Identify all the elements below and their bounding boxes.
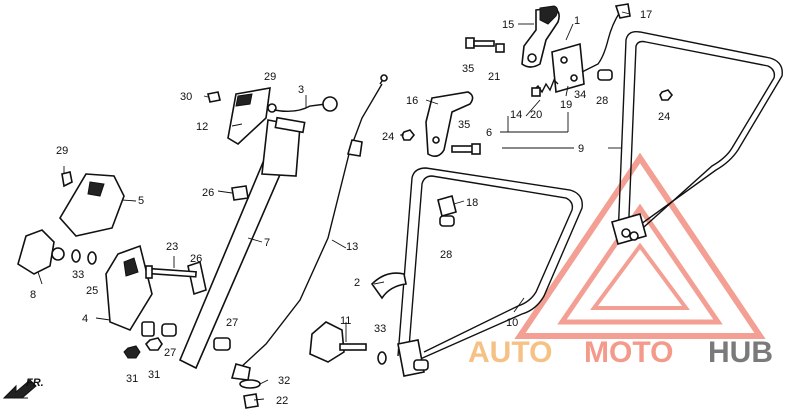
- knob-8: [17, 229, 65, 275]
- callout-31b: 31: [148, 369, 160, 381]
- nut-24-right: [659, 89, 674, 101]
- watermark-triangle-outer: [514, 152, 766, 339]
- callout-7: 7: [264, 237, 270, 249]
- part-15-bracket: [521, 5, 560, 68]
- callout-27a: 27: [226, 317, 238, 329]
- callout-33b: 33: [374, 323, 386, 335]
- callout-21: 21: [488, 71, 500, 83]
- nut-31-left: [123, 345, 141, 359]
- callout-8: 8: [30, 289, 36, 301]
- clip-18: [437, 195, 457, 217]
- callout-26a: 26: [202, 187, 214, 199]
- callout-17: 17: [640, 9, 652, 21]
- bracket-4: [105, 244, 155, 337]
- bolt-29-left: [61, 171, 73, 188]
- spring-20-end: [531, 87, 541, 97]
- spring-20: [533, 78, 559, 94]
- bolt-22: [243, 393, 259, 409]
- callout-9: 9: [578, 143, 584, 155]
- part-19-plate: [551, 42, 585, 94]
- callout-18: 18: [466, 197, 478, 209]
- callout-2: 2: [354, 277, 360, 289]
- callout-30: 30: [180, 91, 192, 103]
- watermark-logo: [514, 152, 766, 339]
- callouts: 1 2 3 4 5 6 7 8 9 10 11 12 13 14 15 16 1…: [26, 9, 670, 407]
- callout-34: 34: [574, 89, 586, 101]
- callout-19: 19: [560, 99, 572, 111]
- callout-33a: 33: [72, 269, 84, 281]
- callout-10: 10: [506, 317, 518, 329]
- callout-35a: 35: [462, 63, 474, 75]
- callout-28b: 28: [440, 249, 452, 261]
- callout-29b: 29: [56, 145, 68, 157]
- callout-27b: 27: [164, 347, 176, 359]
- part-16-bracket: [425, 91, 474, 158]
- cable-3-boot: [322, 96, 338, 112]
- cable-13: [230, 74, 388, 381]
- nut-31-right: [144, 337, 163, 351]
- callout-28a: 28: [596, 95, 608, 107]
- washer-33-right: [377, 351, 387, 365]
- cover-12-slot: [235, 93, 253, 107]
- collar-27-left: [161, 323, 177, 337]
- callout-11: 11: [340, 315, 351, 327]
- washer-33-left: [71, 249, 81, 263]
- bolt-35-top: [465, 37, 505, 53]
- bolt-30: [207, 91, 221, 103]
- callout-12: 12: [196, 121, 208, 133]
- callout-16: 16: [406, 95, 418, 107]
- collar-28-upper: [597, 69, 613, 81]
- callout-35b: 35: [458, 119, 470, 131]
- callout-29a: 29: [264, 71, 276, 83]
- leader-lines: [37, 11, 631, 401]
- watermark-auto: AUTO: [468, 336, 552, 369]
- lever-5: [59, 173, 125, 237]
- watermark-wordmark: AUTO MOTO HUB: [468, 336, 773, 369]
- bolt-23: [145, 265, 197, 279]
- collar-28-lower: [439, 215, 455, 227]
- callout-13: 13: [346, 241, 358, 253]
- clip-26-upper: [231, 185, 249, 201]
- cable-3: [273, 103, 327, 113]
- watermark-moto: MOTO: [584, 336, 673, 369]
- callout-24b: 24: [658, 111, 670, 123]
- watermark-hub: HUB: [708, 336, 773, 369]
- clamp-2: [370, 272, 407, 300]
- direction-label: FR.: [26, 377, 44, 389]
- callout-31a: 31: [126, 373, 138, 385]
- watermark-triangle-core: [590, 242, 690, 310]
- upper-handle: [611, 30, 783, 245]
- callout-1: 1: [574, 15, 580, 27]
- front-direction-arrow: [2, 379, 37, 399]
- callout-20: 20: [530, 109, 542, 121]
- callout-15: 15: [502, 19, 514, 31]
- callout-26b: 26: [190, 253, 202, 265]
- callout-22: 22: [276, 395, 288, 407]
- callout-32: 32: [278, 375, 290, 387]
- callout-25: 25: [86, 285, 98, 297]
- callout-5: 5: [138, 195, 144, 207]
- callout-3: 3: [298, 84, 304, 96]
- watermark-triangle-inner: [557, 203, 723, 325]
- collar-27-right: [213, 337, 231, 351]
- callout-4: 4: [82, 313, 88, 325]
- bolt-35-mid: [451, 143, 481, 155]
- washer-25: [87, 251, 97, 265]
- washer-32: [239, 379, 261, 389]
- callout-24a: 24: [382, 131, 394, 143]
- knob-11: [309, 321, 367, 363]
- part-17-cable-end: [581, 3, 631, 73]
- callout-23: 23: [166, 241, 178, 253]
- lower-handle: [397, 167, 583, 377]
- clip-26-lower: [187, 260, 207, 296]
- shaft-7: [178, 116, 306, 370]
- callout-6: 6: [486, 127, 492, 139]
- callout-14: 14: [510, 109, 522, 121]
